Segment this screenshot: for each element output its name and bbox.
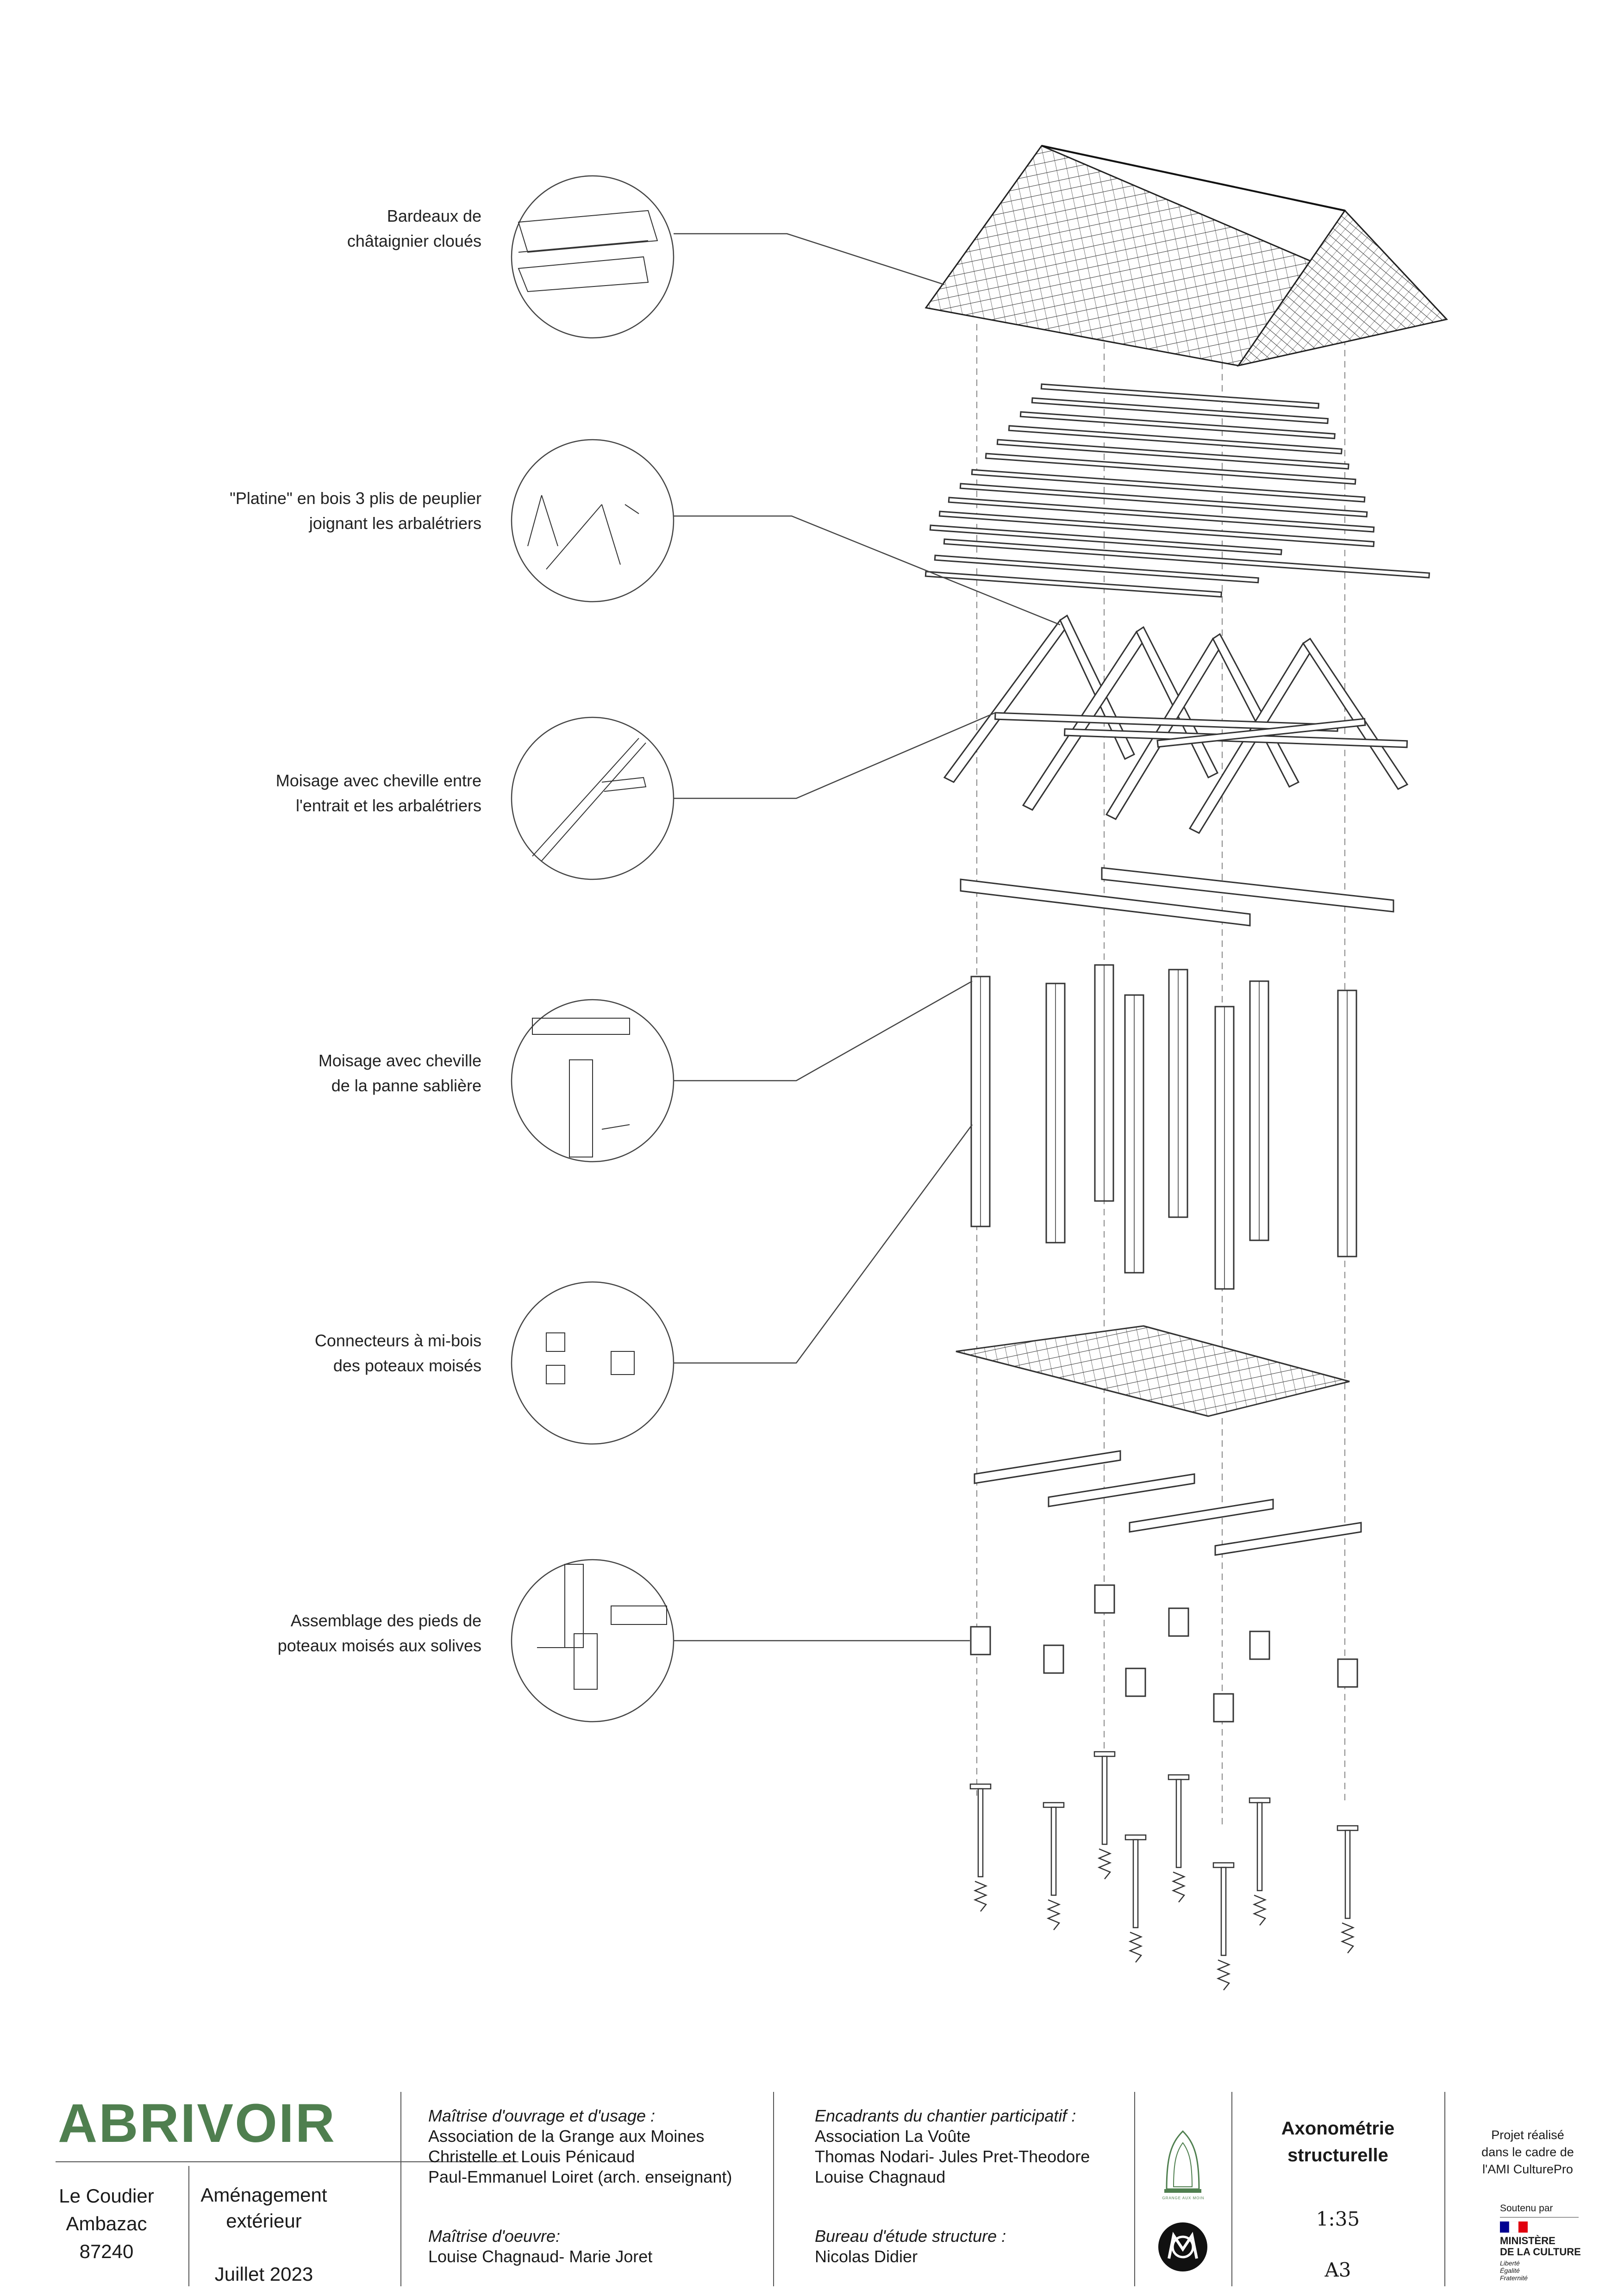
ami-line: dans le cadre de — [1481, 2145, 1574, 2159]
title-block: ABRIVOIR Le Coudier Ambazac 87240 Aménag… — [0, 2083, 1624, 2296]
callout-line: châtaignier cloués — [347, 231, 481, 250]
callout-line: joignant les arbalétriers — [309, 514, 481, 533]
callout-plywood-plate: "Platine" en bois 3 plis de peuplier joi… — [65, 486, 481, 536]
supported-by-label: Soutenu par — [1500, 2203, 1553, 2214]
owner-credits: Maîtrise d'ouvrage et d'usage : Associat… — [428, 2106, 732, 2187]
callout-half-lap-connectors: Connecteurs à mi-bois des poteaux moisés — [65, 1328, 481, 1378]
divider — [56, 2161, 518, 2162]
callout-line: Moisage avec cheville entre — [275, 771, 481, 790]
paper-format: A3 — [1324, 2259, 1351, 2281]
divider — [400, 2092, 401, 2286]
callout-tie-beam-joint: Moisage avec cheville entre l'entrait et… — [65, 768, 481, 818]
callout-line: poteaux moisés aux solives — [277, 1636, 481, 1655]
owner-line: Christelle et Louis Pénicaud — [428, 2147, 635, 2166]
grange-aux-moines-logo: LA GRANGE AUX MOINES — [1162, 2130, 1204, 2200]
program-line: Aménagement — [200, 2184, 327, 2206]
supervisors-heading: Encadrants du chantier participatif : — [815, 2106, 1076, 2125]
post-feet — [970, 1584, 1358, 1723]
drawing-scale: 1:35 — [1316, 2208, 1360, 2230]
logo-caption: LA GRANGE AUX MOINES — [1162, 2196, 1204, 2200]
moe-credits: Maîtrise d'oeuvre: Louise Chagnaud- Mari… — [428, 2226, 652, 2267]
owner-line: Association de la Grange aux Moines — [428, 2127, 705, 2146]
project-date: Juillet 2023 — [214, 2263, 313, 2285]
owner-heading: Maîtrise d'ouvrage et d'usage : — [428, 2106, 656, 2125]
ami-culturepro-text: Projet réalisé dans le cadre de l'AMI Cu… — [1458, 2127, 1597, 2178]
republic-motto: Liberté Égalité Fraternité — [1500, 2259, 1528, 2282]
engineering-credits: Bureau d'étude structure : Nicolas Didie… — [815, 2226, 1006, 2267]
engineering-line: Nicolas Didier — [815, 2247, 918, 2266]
motto-line: Liberté — [1500, 2259, 1520, 2267]
address-line: Le Coudier — [59, 2185, 154, 2207]
supervisors-credits: Encadrants du chantier participatif : As… — [815, 2106, 1090, 2187]
project-title: ABRIVOIR — [58, 2093, 336, 2154]
posts — [970, 964, 1357, 1290]
ground-screws — [969, 1751, 1359, 1991]
address-line: 87240 — [79, 2240, 134, 2262]
callout-line: Connecteurs à mi-bois — [314, 1331, 481, 1350]
sheet-title: Axonométrie structurelle — [1259, 2115, 1417, 2169]
callout-wall-plate-joint: Moisage avec cheville de la panne sabliè… — [65, 1048, 481, 1098]
program-line: extérieur — [226, 2210, 302, 2232]
moe-line: Louise Chagnaud- Marie Joret — [428, 2247, 653, 2266]
program: Aménagement extérieur — [194, 2182, 333, 2234]
divider — [1134, 2092, 1135, 2286]
top-plates — [960, 867, 1394, 927]
ministry-line: DE LA CULTURE — [1500, 2246, 1581, 2258]
callout-shingles: Bardeaux de châtaignier cloués — [65, 204, 481, 254]
ministry-line: MINISTÈRE — [1500, 2235, 1555, 2246]
divider — [1444, 2092, 1445, 2286]
shingle-roof — [924, 145, 1448, 367]
callout-line: l'entrait et les arbalétriers — [295, 796, 481, 815]
supervisors-line: Louise Chagnaud — [815, 2167, 946, 2186]
callout-line: de la panne sablière — [331, 1076, 481, 1095]
divider — [1500, 2217, 1579, 2218]
divider — [188, 2166, 189, 2286]
sheet-title-line: structurelle — [1287, 2145, 1388, 2165]
ami-line: Projet réalisé — [1491, 2128, 1564, 2142]
divider — [1231, 2092, 1232, 2286]
site-address: Le Coudier Ambazac 87240 — [49, 2182, 164, 2265]
french-flag-icon — [1500, 2221, 1528, 2233]
ministry-name: MINISTÈRE DE LA CULTURE — [1500, 2235, 1581, 2258]
callout-line: Bardeaux de — [387, 206, 481, 225]
address-line: Ambazac — [66, 2213, 147, 2234]
detail-sketches — [518, 210, 667, 1690]
ami-line: l'AMI CulturePro — [1482, 2162, 1573, 2176]
divider — [773, 2092, 774, 2286]
moe-heading: Maîtrise d'oeuvre: — [428, 2227, 560, 2246]
owner-line: Paul-Emmanuel Loiret (arch. enseignant) — [428, 2167, 732, 2186]
callout-line: des poteaux moisés — [333, 1356, 481, 1375]
supervisors-line: Thomas Nodari- Jules Pret-Theodore — [815, 2147, 1090, 2166]
sheet-title-line: Axonométrie — [1281, 2118, 1395, 2139]
monogram-logo — [1158, 2222, 1207, 2271]
callout-line: Moisage avec cheville — [318, 1051, 481, 1070]
callout-line: Assemblage des pieds de — [290, 1611, 481, 1630]
supervisors-line: Association La Voûte — [815, 2127, 971, 2146]
roof-battens — [924, 383, 1430, 598]
detail-circles — [511, 175, 675, 1723]
leader-lines — [674, 233, 1061, 1642]
motto-line: Fraternité — [1500, 2274, 1528, 2282]
roof-trusses — [943, 614, 1409, 834]
engineering-heading: Bureau d'étude structure : — [815, 2227, 1006, 2246]
callout-line: "Platine" en bois 3 plis de peuplier — [230, 489, 481, 508]
joists — [974, 1450, 1362, 1556]
motto-line: Égalité — [1500, 2267, 1520, 2274]
deck-platform — [956, 1325, 1350, 1417]
callout-post-feet-assembly: Assemblage des pieds de poteaux moisés a… — [65, 1608, 481, 1658]
